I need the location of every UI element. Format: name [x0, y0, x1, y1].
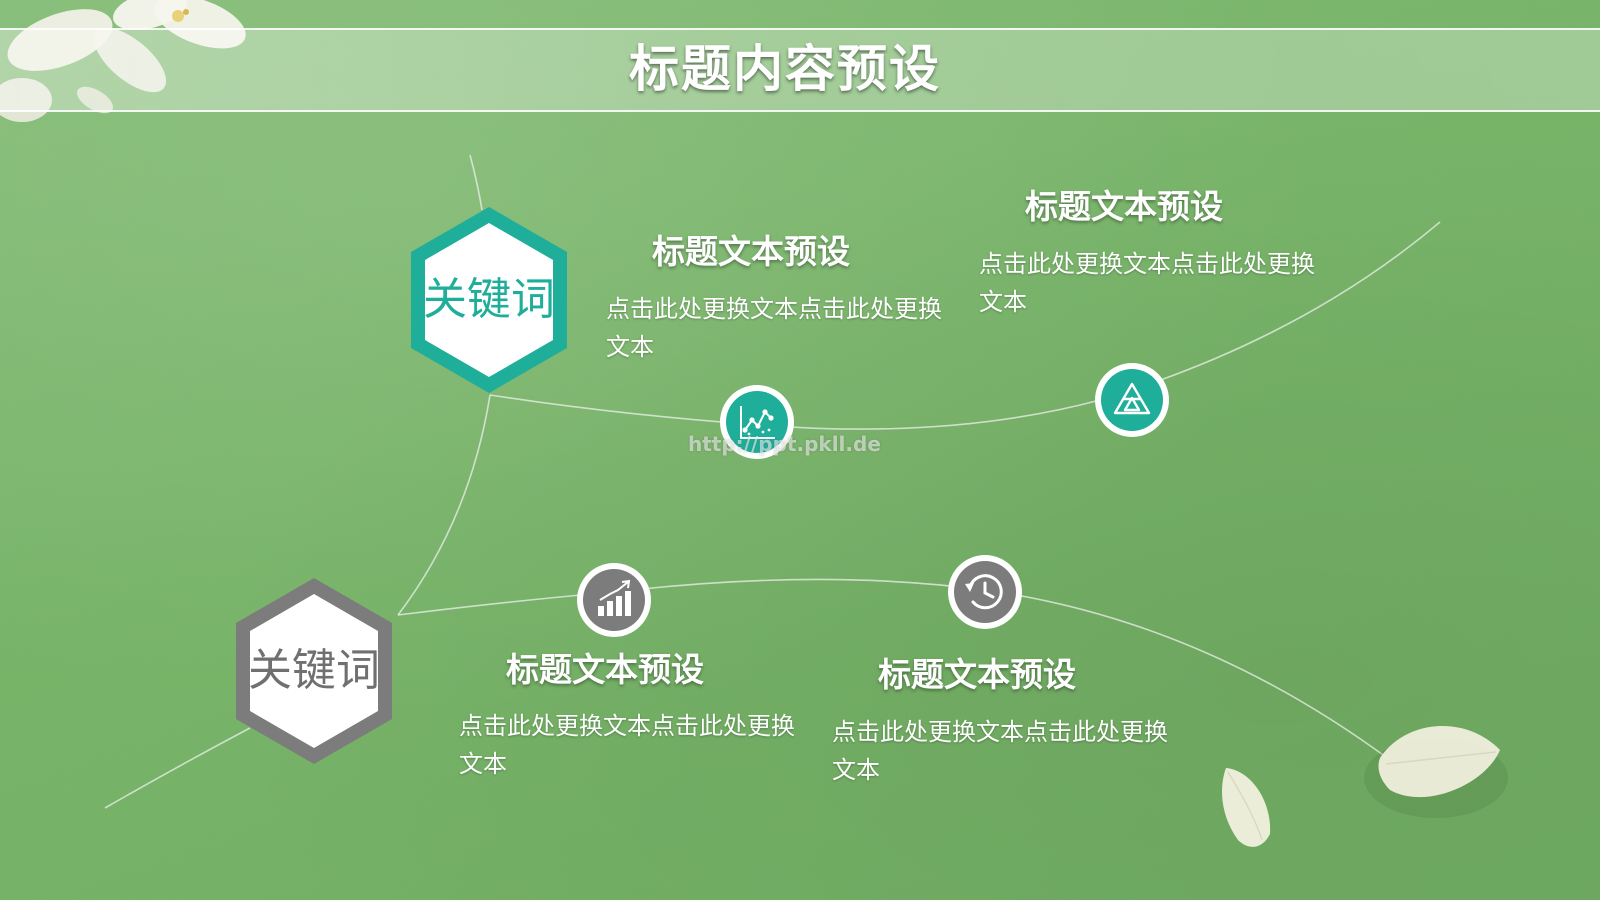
triangle-icon: [1095, 363, 1169, 437]
item-body-4: 点击此处更换文本点击此处更换文本: [832, 718, 1168, 784]
item-body-1: 点击此处更换文本点击此处更换文本: [606, 295, 942, 361]
item-heading-1: 标题文本预设: [652, 232, 850, 271]
item-body-2: 点击此处更换文本点击此处更换文本: [979, 250, 1315, 316]
bar-chart-growth-icon: [577, 563, 651, 637]
keyword-hexagon-teal: [411, 207, 567, 393]
item-heading-3: 标题文本预设: [506, 650, 704, 689]
keyword-label-2: 关键词: [248, 645, 380, 696]
item-heading-2: 标题文本预设: [1025, 187, 1223, 226]
item-heading-4: 标题文本预设: [878, 655, 1076, 694]
item-body-3: 点击此处更换文本点击此处更换文本: [459, 712, 795, 778]
scatter-chart-icon: [720, 385, 794, 459]
slide-title: 标题内容预设: [629, 40, 941, 98]
history-clock-icon: [948, 555, 1022, 629]
petal-decoration: [1222, 726, 1508, 847]
watermark: http://ppt.pkll.de: [688, 432, 881, 456]
keyword-label-1: 关键词: [423, 274, 555, 325]
keyword-hexagon-grey: [236, 578, 392, 764]
title-band: [0, 28, 1600, 112]
